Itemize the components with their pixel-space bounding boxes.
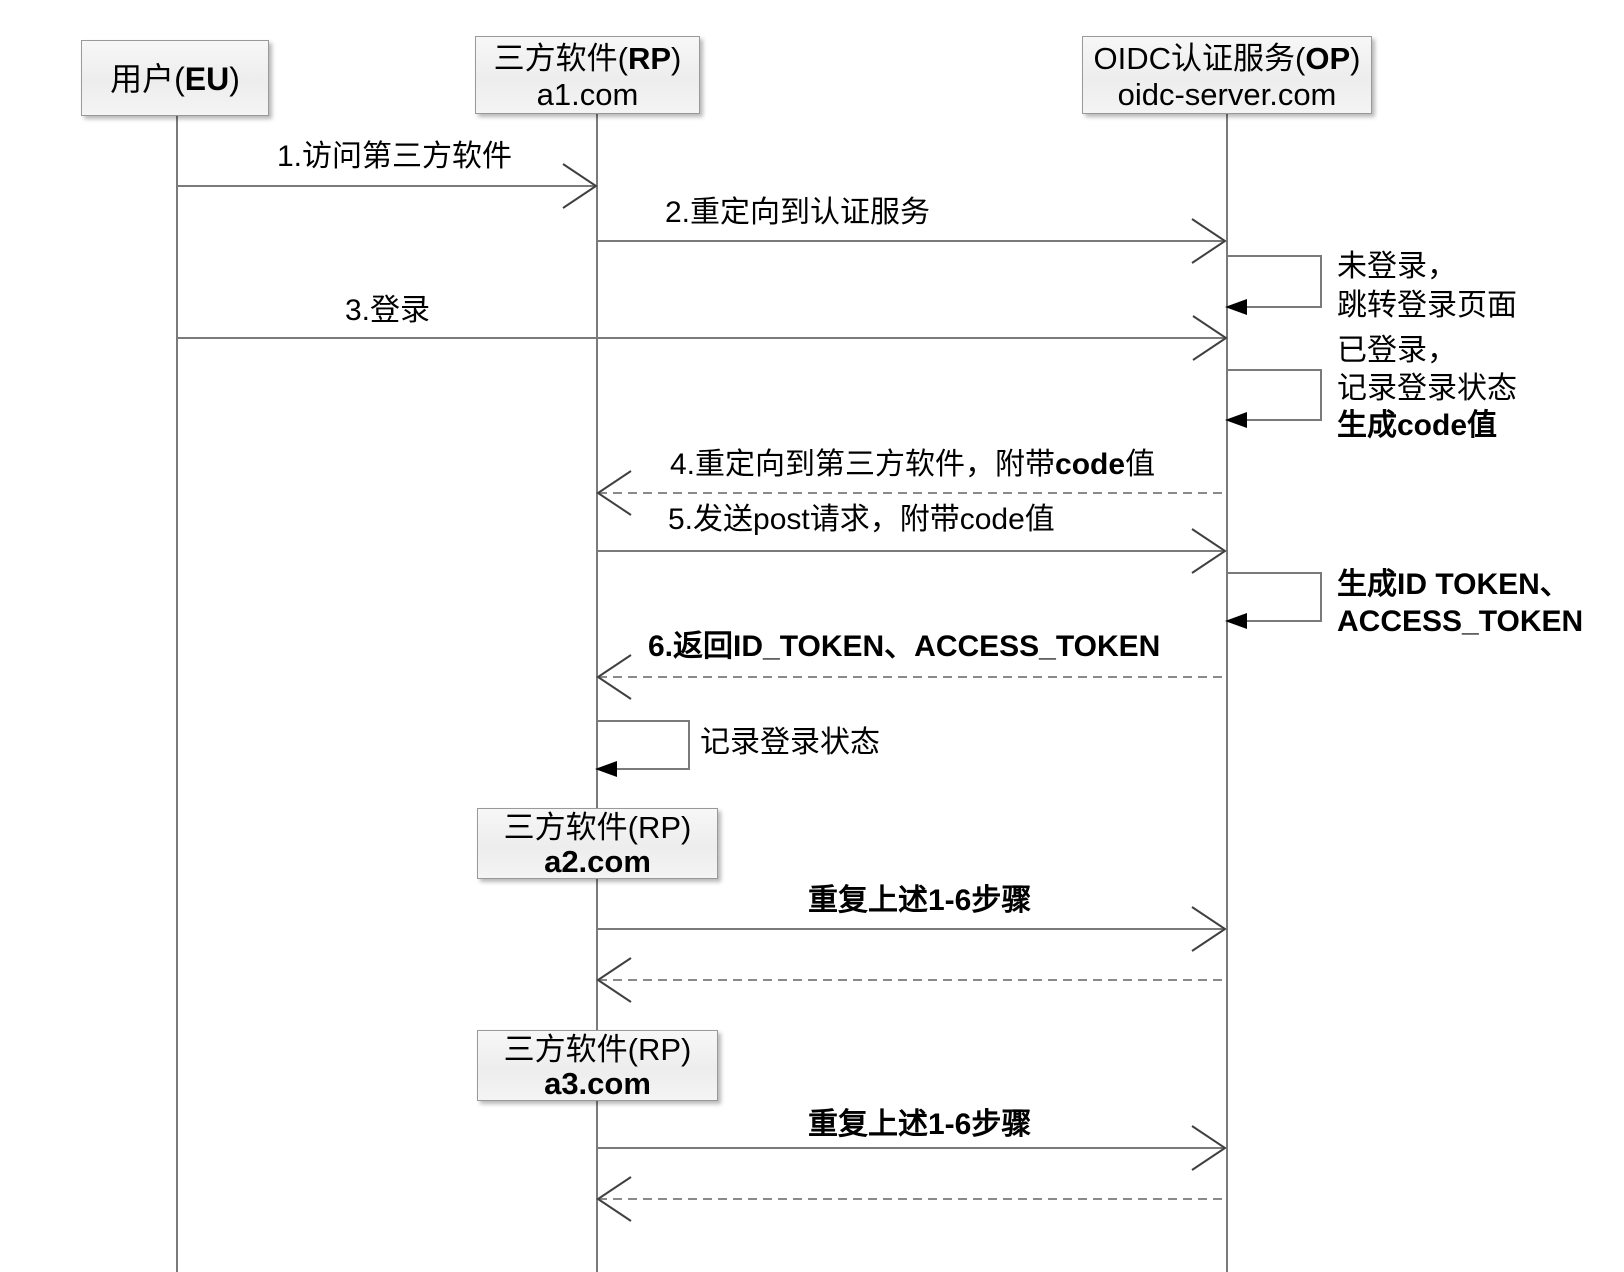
- note-generate-token-line1: 生成ID TOKEN、: [1337, 568, 1570, 601]
- message-label-4: 4.重定向到第三方软件，附带code值: [670, 448, 1156, 481]
- message-label-5: 5.发送post请求，附带code值: [668, 503, 1055, 536]
- arrow-5-post-code: [597, 528, 1227, 574]
- arrow-4-redirect-back-dashed: [596, 470, 1226, 516]
- note-logged-line2: 记录登录状态: [1337, 372, 1517, 405]
- actor-box-oidc-op: OIDC认证服务(OP) oidc-server.com: [1082, 36, 1372, 114]
- message-label-2: 2.重定向到认证服务: [665, 196, 931, 229]
- actor-label-op: OIDC认证服务(OP): [1093, 41, 1361, 76]
- object-box-rp-a3: 三方软件(RP) a3.com: [477, 1030, 718, 1101]
- filled-arrowhead-icon: [1225, 299, 1247, 315]
- note-not-logged-line1: 未登录，: [1337, 250, 1457, 283]
- object-label-rp3: 三方软件(RP): [503, 1032, 692, 1067]
- arrow-repeat-1-return-dashed: [596, 957, 1226, 1003]
- arrow-2-redirect-op: [597, 218, 1227, 264]
- filled-arrowhead-icon: [1225, 613, 1247, 629]
- lifeline-user-eu: [176, 115, 178, 1272]
- actor-box-rp-a1: 三方软件(RP) a1.com: [475, 36, 700, 114]
- arrow-6-return-tokens-dashed: [596, 654, 1226, 700]
- actor-domain-oidc-server: oidc-server.com: [1117, 77, 1337, 112]
- actor-box-user-eu: 用户(EU): [81, 40, 269, 116]
- object-domain-a3: a3.com: [544, 1066, 651, 1101]
- object-box-rp-a2: 三方软件(RP) a2.com: [477, 808, 718, 879]
- note-generate-code: 生成code值: [1337, 409, 1498, 442]
- arrow-repeat-2: [597, 1125, 1227, 1171]
- filled-arrowhead-icon: [595, 761, 617, 777]
- lifeline-rp: [596, 113, 598, 1272]
- self-loop-record-login: [1225, 369, 1322, 428]
- message-label-6: 6.返回ID_TOKEN、ACCESS_TOKEN: [648, 630, 1161, 663]
- lifeline-oidc-op: [1226, 113, 1228, 1272]
- actor-domain-a1: a1.com: [536, 77, 639, 112]
- note-rp-record-state: 记录登录状态: [700, 726, 880, 759]
- arrow-repeat-2-return-dashed: [596, 1176, 1226, 1222]
- filled-arrowhead-icon: [1225, 412, 1247, 428]
- note-not-logged-line2: 跳转登录页面: [1337, 289, 1517, 322]
- self-loop-generate-tokens: [1225, 572, 1322, 629]
- arrow-1-visit-rp: [177, 163, 598, 209]
- self-loop-not-logged-in: [1225, 255, 1322, 315]
- note-logged-line1: 已登录，: [1337, 334, 1457, 367]
- message-label-1: 1.访问第三方软件: [277, 140, 513, 173]
- object-domain-a2: a2.com: [544, 844, 651, 879]
- actor-label-eu: 用户(EU): [110, 61, 240, 97]
- self-loop-rp-record-state: [595, 720, 690, 777]
- message-label-repeat-2: 重复上述1-6步骤: [808, 1108, 1032, 1141]
- note-generate-token-line2: ACCESS_TOKEN: [1337, 605, 1584, 638]
- message-label-repeat-1: 重复上述1-6步骤: [808, 884, 1032, 917]
- arrow-repeat-1: [597, 906, 1227, 952]
- message-label-3: 3.登录: [345, 294, 431, 327]
- arrow-3-login: [177, 315, 1228, 361]
- object-label-rp2: 三方软件(RP): [503, 810, 692, 845]
- actor-label-rp: 三方软件(RP): [493, 41, 682, 76]
